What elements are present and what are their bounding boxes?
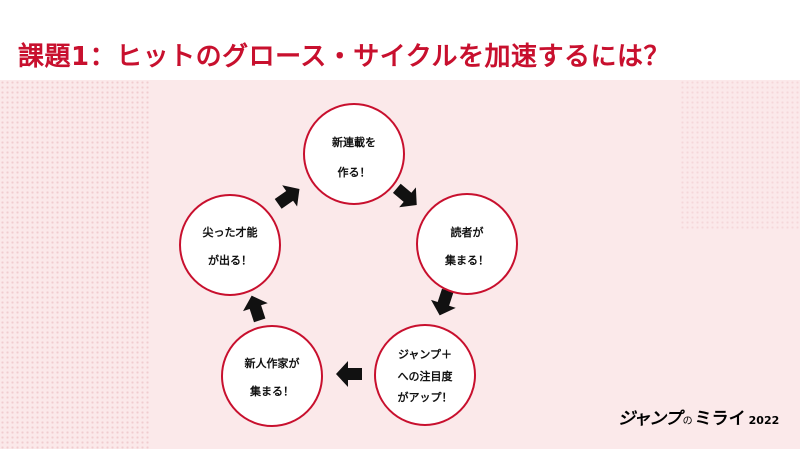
background-dot-pattern	[0, 80, 150, 449]
arrow-3-to-4	[336, 361, 362, 387]
logo-mirai: ミライ	[694, 409, 746, 429]
background-dot-pattern-right	[680, 80, 800, 230]
thick-arrow-icon	[270, 178, 307, 215]
node-label-line: 新連載を	[332, 135, 376, 149]
arrow-5-to-1	[270, 178, 307, 215]
node-label-line: 尖った才能	[203, 225, 258, 239]
logo-year: 2022	[748, 414, 780, 427]
node-label-line: 作る！	[338, 165, 371, 179]
cycle-node-readers-gather: 読者が 集まる！	[416, 193, 518, 295]
jump-no-mirai-logo: ジャンプ の ミライ 2022	[618, 404, 780, 429]
node-label-line: がアップ！	[398, 390, 453, 404]
logo-jump: ジャンプ	[618, 409, 682, 429]
node-label-line: への注目度	[398, 369, 454, 383]
node-label-line: 集まる！	[249, 384, 294, 398]
thick-arrow-icon	[239, 291, 273, 325]
node-label-line: 集まる！	[444, 253, 489, 267]
node-label-line: 新人作家が	[245, 356, 300, 370]
thick-arrow-icon	[336, 361, 362, 387]
node-label-line: ジャンプ＋	[398, 347, 452, 361]
node-label-line: 読者が	[451, 225, 484, 239]
slide-header: 課題1：ヒットのグロース・サイクルを加速するには？	[0, 0, 800, 80]
cycle-node-sharp-talent: 尖った才能 が出る！	[179, 194, 281, 296]
cycle-node-attention-up: ジャンプ＋ への注目度 がアップ！	[374, 324, 476, 426]
logo-no: の	[682, 416, 693, 427]
slide-title: 課題1：ヒットのグロース・サイクルを加速するには？	[18, 42, 670, 72]
cycle-node-new-series: 新連載を 作る！	[303, 103, 405, 205]
node-label-line: が出る！	[208, 253, 252, 267]
arrow-4-to-5	[239, 291, 273, 325]
cycle-node-new-artists-gather: 新人作家が 集まる！	[221, 325, 323, 427]
